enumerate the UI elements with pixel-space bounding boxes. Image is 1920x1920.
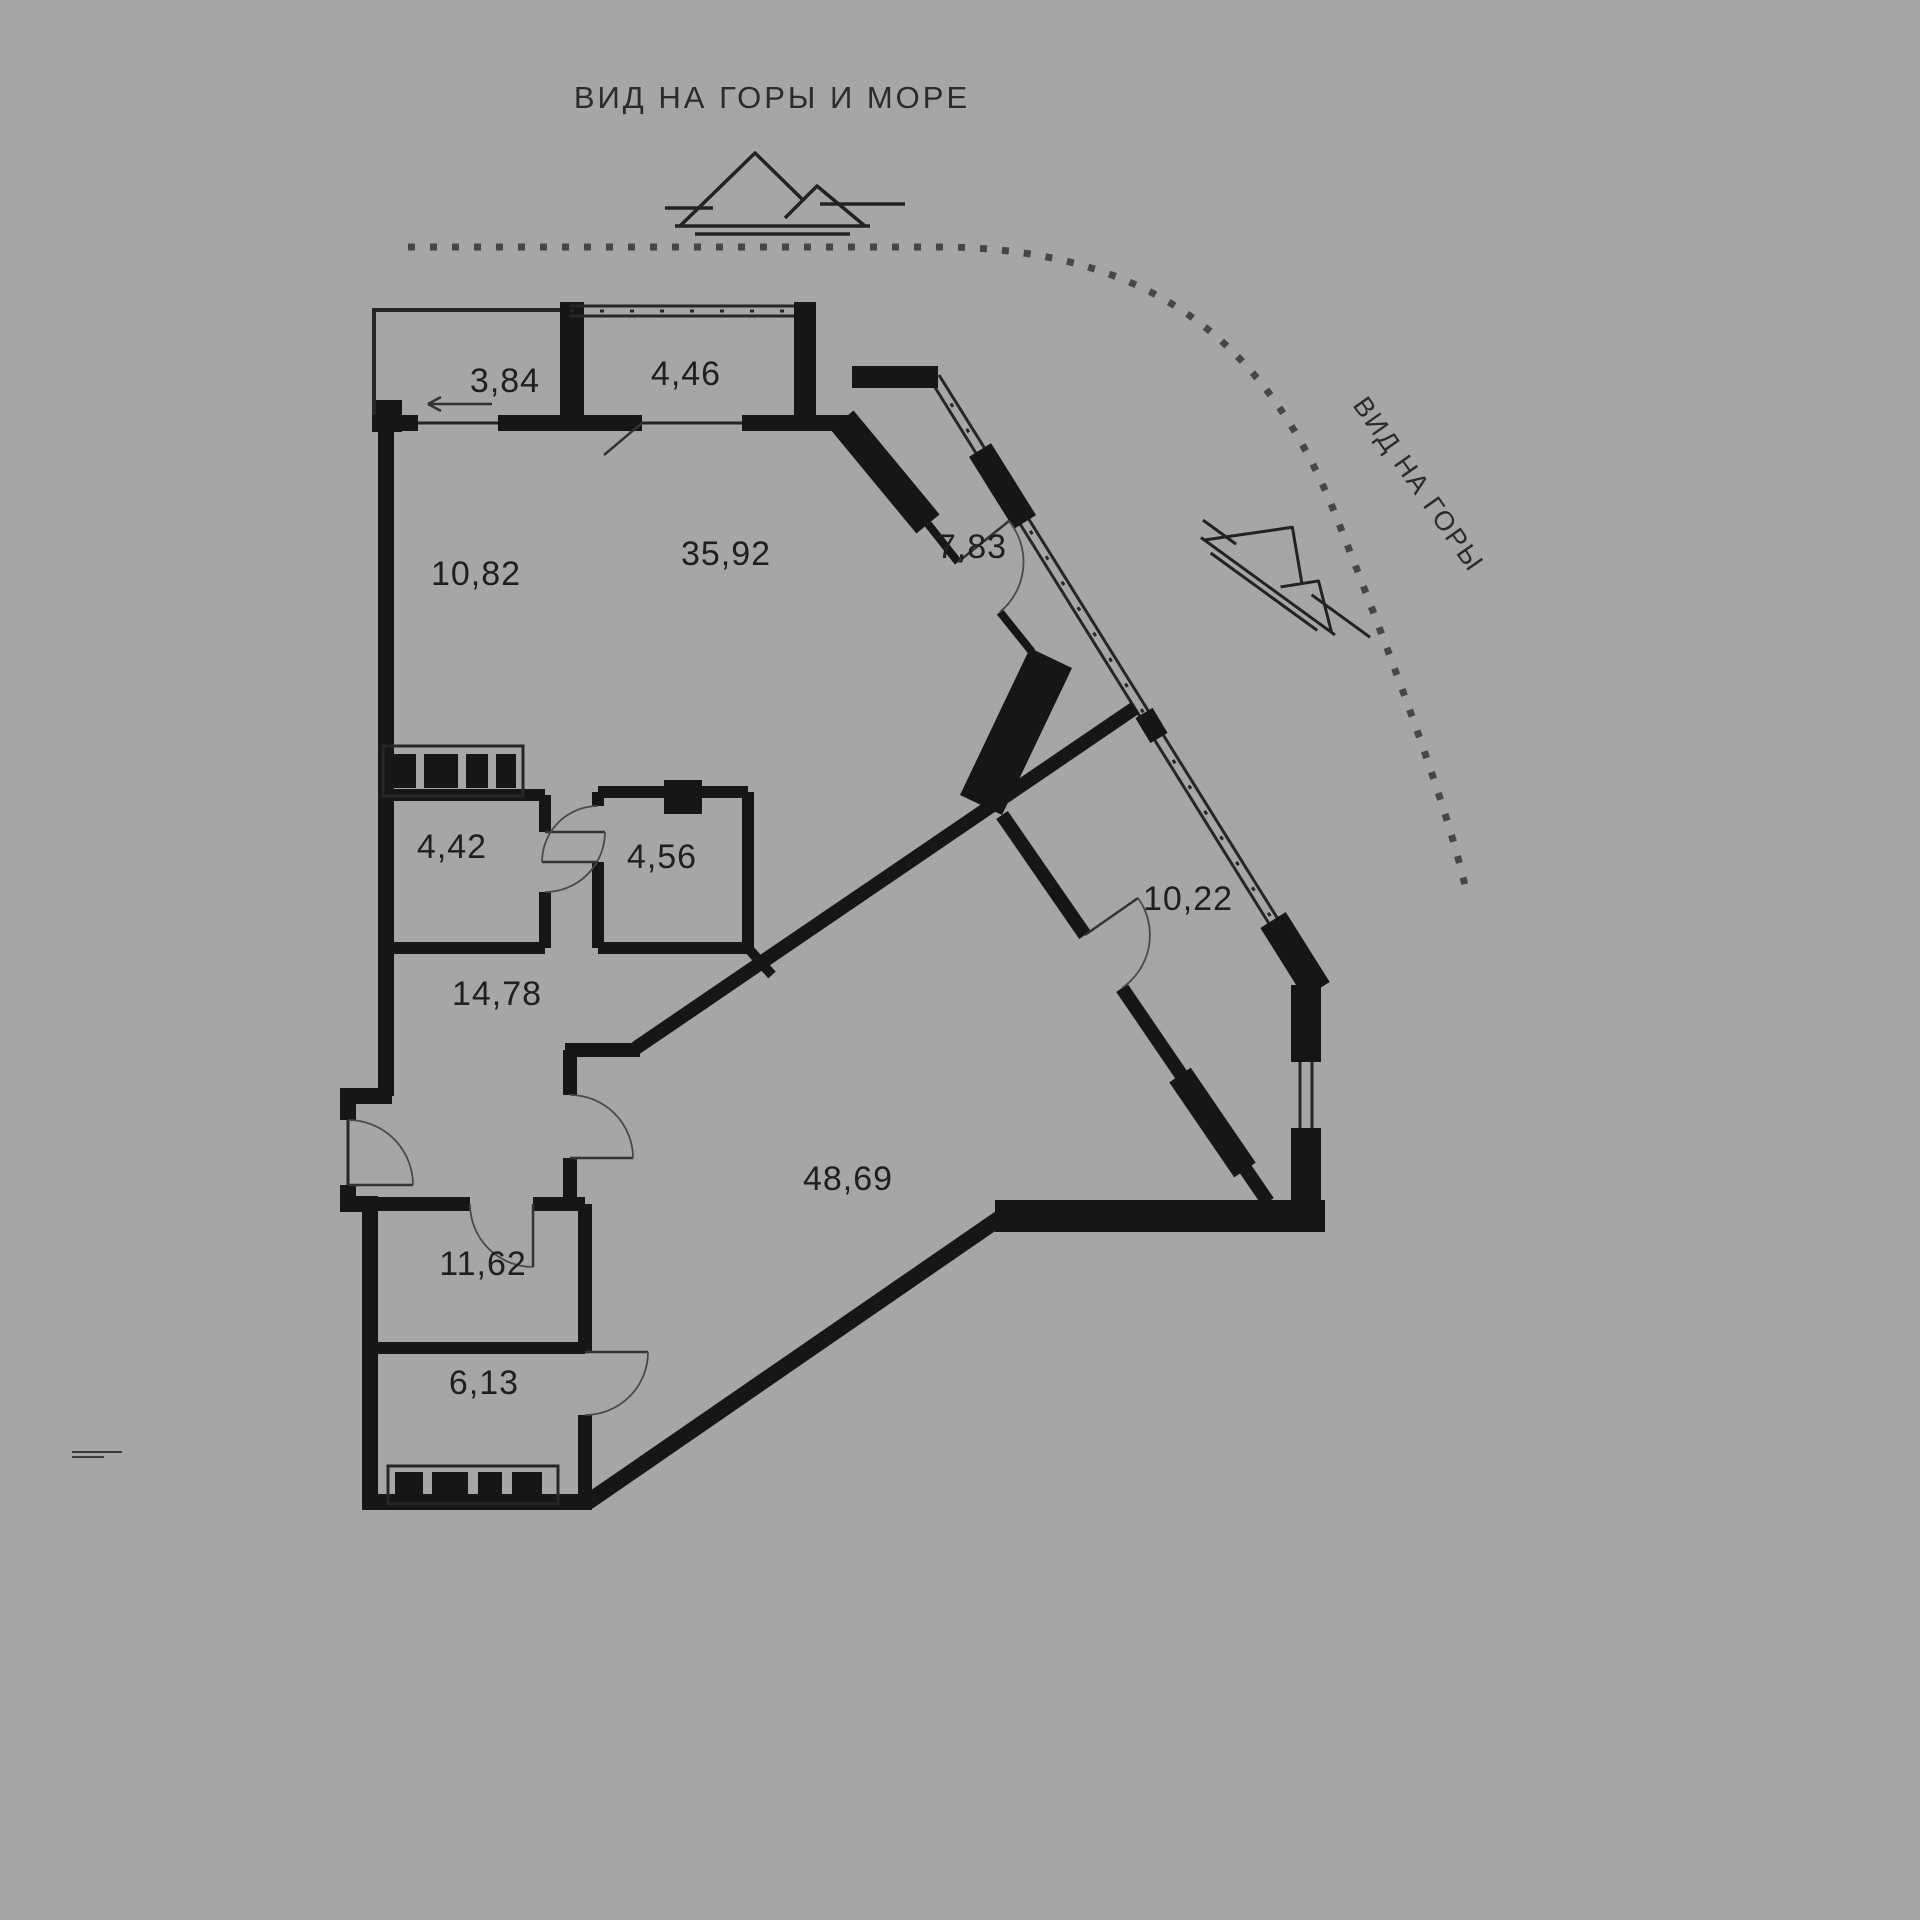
corner-mark	[72, 1451, 122, 1458]
room-label-balcony-1: 3,84	[470, 362, 540, 400]
room-label-big-room: 48,69	[803, 1160, 893, 1198]
room-label-storage: 6,13	[449, 1364, 519, 1402]
room-label-room-2: 11,62	[439, 1245, 527, 1283]
room-label-balcony-2: 4,46	[651, 355, 721, 393]
doors	[347, 422, 1151, 1416]
mountains-icon-right	[1188, 480, 1398, 660]
room-label-loggia: 7,83	[937, 528, 1007, 566]
room-label-living: 35,92	[681, 535, 771, 573]
vent-shafts	[381, 744, 560, 1506]
room-label-niche: 4,42	[417, 828, 487, 866]
room-area-labels: 3,84 4,46 10,82 35,92 7,83 4,42 4,56 10,…	[417, 355, 1233, 1402]
apartment-walls	[340, 366, 1330, 1510]
room-label-hall: 14,78	[452, 975, 542, 1013]
view-title: ВИД НА ГОРЫ И МОРЕ	[574, 80, 970, 115]
room-label-bathroom: 4,56	[627, 838, 697, 876]
entry-arrow-icon	[427, 395, 492, 413]
balconies-windows	[372, 302, 816, 422]
mountains-sea-icon	[663, 151, 907, 236]
room-label-loggia-2: 10,22	[1143, 880, 1233, 918]
room-label-left-room: 10,82	[431, 555, 521, 593]
side-view-label: ВИД НА ГОРЫ	[1347, 391, 1490, 577]
